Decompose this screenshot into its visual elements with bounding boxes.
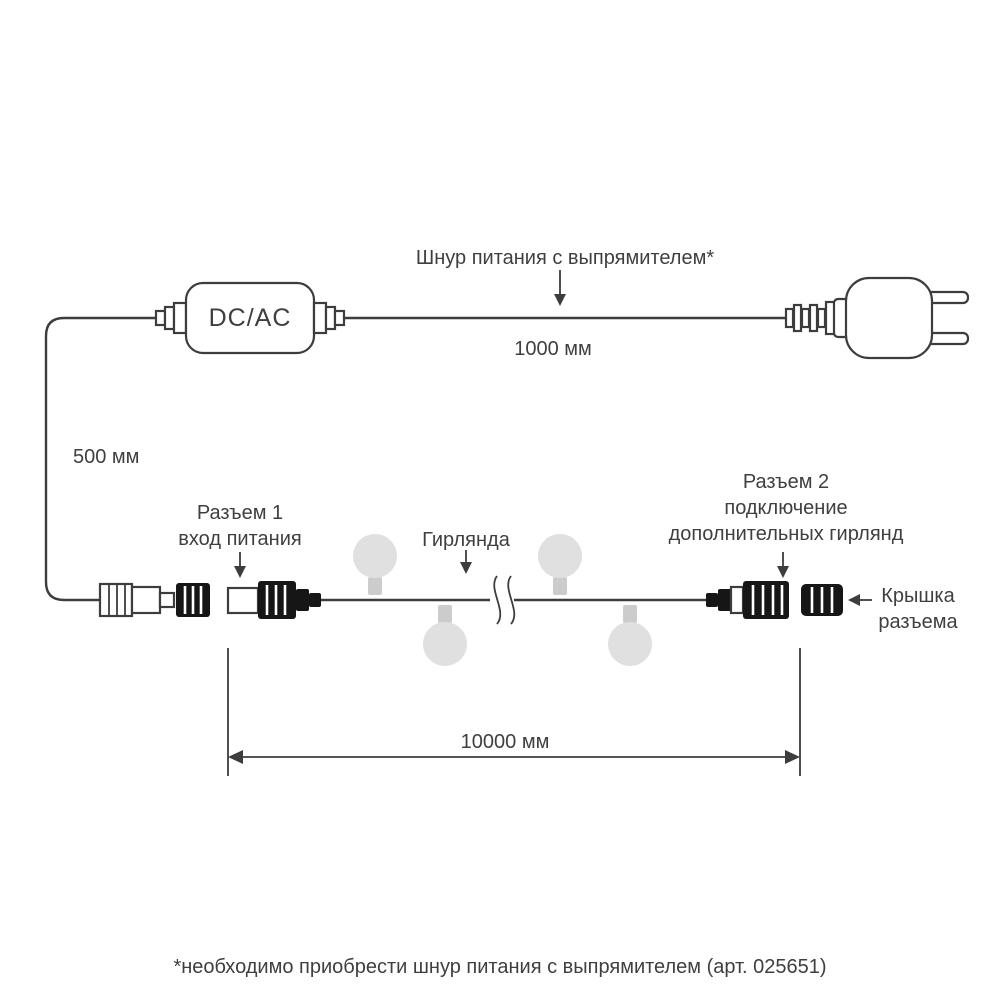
drop-length-label: 500 мм — [73, 446, 140, 468]
connector-cap — [801, 584, 843, 616]
connector-2-label-line3: дополнительных гирлянд — [668, 523, 904, 545]
cap-label: Крышка разъема — [868, 583, 968, 635]
garland-length-label: 10000 мм — [460, 731, 550, 753]
cap-label-line1: Крышка — [881, 585, 955, 607]
arrow-down-garland — [460, 550, 472, 574]
connector-1-label-line2: вход питания — [178, 528, 302, 550]
arrow-down-power-cord — [554, 270, 566, 306]
arrow-down-connector-1 — [234, 552, 246, 578]
connector-2-label-line2: подключение — [724, 497, 848, 519]
plug-body — [844, 276, 934, 360]
dimension-garland-length — [227, 648, 801, 776]
garland-label: Гирлянда — [422, 529, 510, 551]
plug-strain-relief — [784, 300, 838, 336]
connector-2-label-line1: Разъем 2 — [742, 471, 830, 493]
cap-label-line2: разъема — [878, 611, 958, 633]
bulb-1 — [353, 534, 397, 595]
footnote: *необходимо приобрести шнур питания с вы… — [173, 956, 827, 978]
adapter-grommet-right — [312, 301, 346, 335]
connector-2 — [706, 581, 789, 619]
power-cable-left — [44, 316, 160, 602]
bulb-3 — [538, 534, 582, 595]
power-plug — [784, 276, 970, 360]
power-cable-connector — [98, 582, 210, 618]
arrow-left-cap — [848, 594, 872, 606]
adapter-grommet-left — [154, 301, 188, 335]
cable-break-symbol — [493, 575, 516, 625]
bulb-2 — [423, 605, 467, 666]
dcac-adapter-label: DC/AC — [208, 303, 292, 332]
connector-1-label-line1: Разъем 1 — [196, 502, 284, 524]
connector-1 — [226, 581, 321, 619]
bulb-4 — [608, 605, 652, 666]
arrow-down-connector-2 — [777, 552, 789, 578]
connector-2-label: Разъем 2 подключение дополнительных гирл… — [631, 469, 941, 547]
connector-1-label: Разъем 1 вход питания — [140, 500, 340, 552]
power-cord-length-label: 1000 мм — [514, 338, 592, 360]
power-cord-label: Шнур питания с выпрямителем* — [415, 247, 715, 269]
